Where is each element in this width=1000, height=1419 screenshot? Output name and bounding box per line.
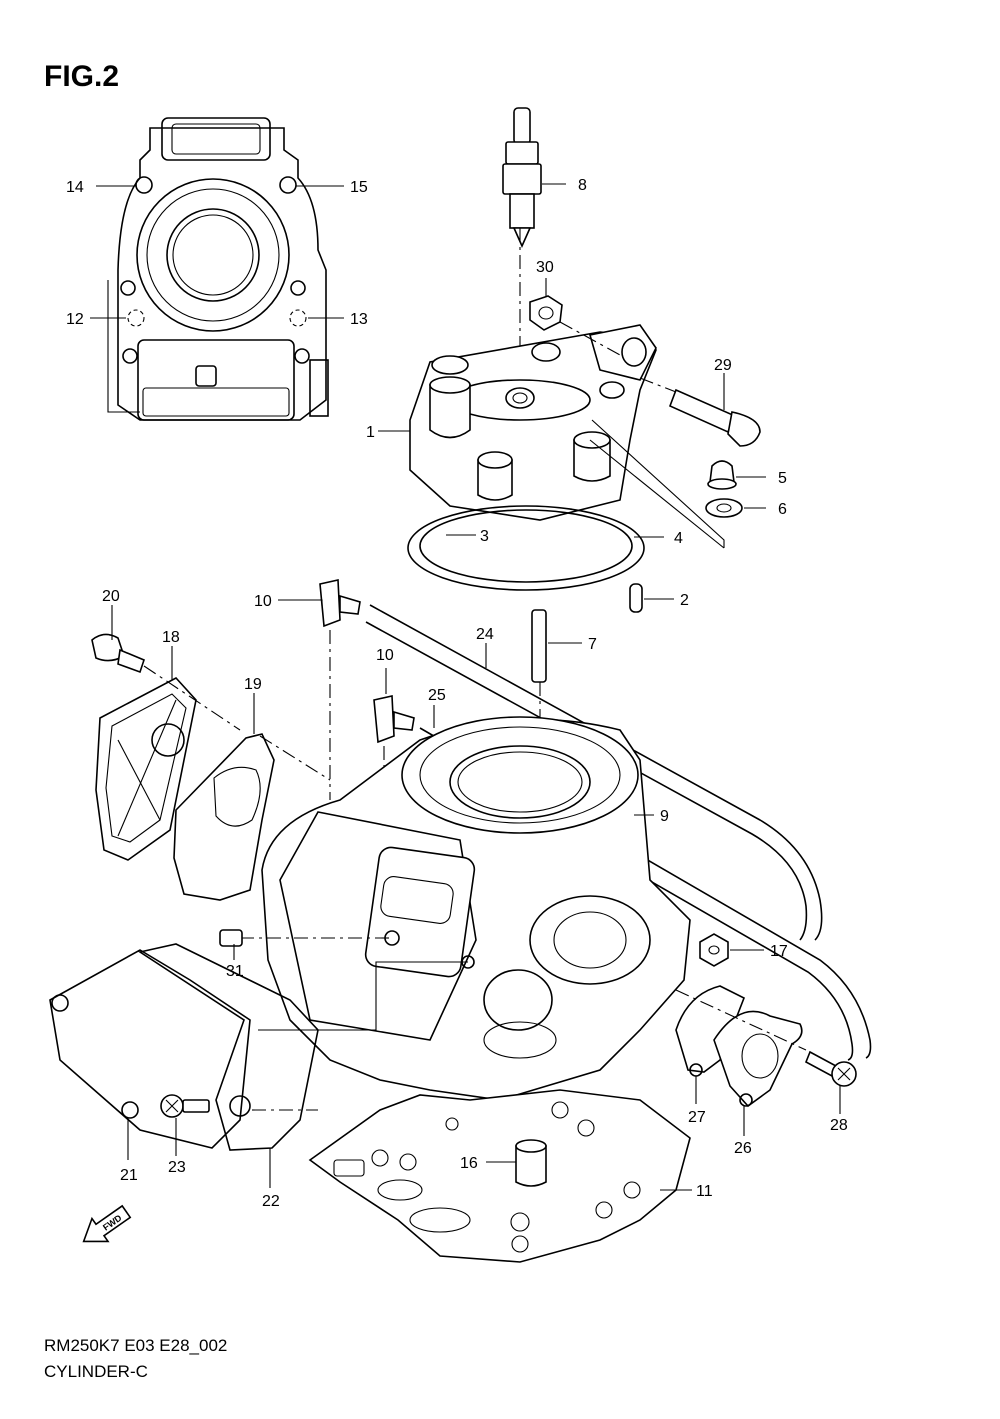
screw-23 (160, 1094, 210, 1118)
callout-26: 26 (734, 1140, 752, 1157)
callout-11: 11 (696, 1183, 713, 1200)
section-name: CYLINDER-C (44, 1362, 148, 1381)
hose-fitting-upper (319, 579, 361, 800)
cover-21 (49, 949, 251, 1149)
leader-lines (90, 183, 841, 1191)
nut-30 (529, 295, 621, 356)
callout-29: 29 (714, 357, 732, 374)
cylinder-head (409, 324, 657, 521)
cap-nut-5 (707, 460, 737, 490)
callout-4: 4 (674, 530, 683, 547)
callout-numbers: 1 2 3 4 5 6 7 8 9 10 10 11 12 13 14 15 1… (66, 177, 848, 1210)
callout-27: 27 (688, 1109, 706, 1126)
callout-20: 20 (102, 588, 120, 605)
callout-17: 17 (770, 943, 788, 960)
callout-18: 18 (162, 629, 180, 646)
callout-19: 19 (244, 676, 262, 693)
callout-28: 28 (830, 1117, 848, 1134)
fwd-direction-arrow: FWD (82, 1204, 132, 1243)
callout-5: 5 (778, 470, 787, 487)
hoses (365, 604, 872, 1061)
callout-14: 14 (66, 179, 84, 196)
callout-30: 30 (536, 259, 554, 276)
gasket-22 (137, 943, 319, 1151)
plug-31 (219, 929, 243, 947)
valve-gasket-19 (173, 733, 331, 901)
callout-21: 21 (120, 1167, 138, 1184)
callout-10-upper: 10 (254, 593, 272, 610)
callout-9: 9 (660, 808, 669, 825)
callout-16: 16 (460, 1155, 478, 1172)
callout-10-lower: 10 (376, 647, 394, 664)
callout-1: 1 (366, 424, 375, 441)
callout-6: 6 (778, 501, 787, 518)
model-code: RM250K7 E03 E28_002 (44, 1336, 228, 1355)
base-gasket (308, 1089, 691, 1263)
callout-15: 15 (350, 179, 368, 196)
callout-22: 22 (262, 1193, 280, 1210)
callout-7: 7 (588, 636, 597, 653)
bolt-29 (639, 377, 761, 447)
washer-6 (705, 498, 743, 518)
callout-2: 2 (680, 592, 689, 609)
dowel-16 (515, 1139, 547, 1187)
nut-17 (699, 933, 729, 967)
callout-31: 31 (226, 963, 244, 980)
head-gasket-rings (407, 505, 645, 591)
figure-title: FIG.2 (44, 60, 120, 93)
callout-24: 24 (476, 626, 494, 643)
callout-12: 12 (66, 311, 84, 328)
cover-26 (675, 989, 807, 1108)
callout-13: 13 (350, 311, 368, 328)
callout-23: 23 (168, 1159, 186, 1176)
callout-8: 8 (578, 177, 587, 194)
bolt-28 (804, 1050, 857, 1087)
bolt-20 (91, 633, 241, 731)
dowel-pin (629, 583, 643, 613)
stud-bolt (531, 609, 547, 730)
callout-25: 25 (428, 687, 446, 704)
valve-cover-18 (95, 677, 197, 861)
diagram-footer: RM250K7 E03 E28_002 CYLINDER-C (44, 1333, 227, 1385)
callout-3: 3 (480, 528, 489, 545)
cylinder-top-view-inset (107, 117, 329, 421)
cylinder-body (240, 716, 691, 1101)
spark-plug (502, 107, 542, 390)
